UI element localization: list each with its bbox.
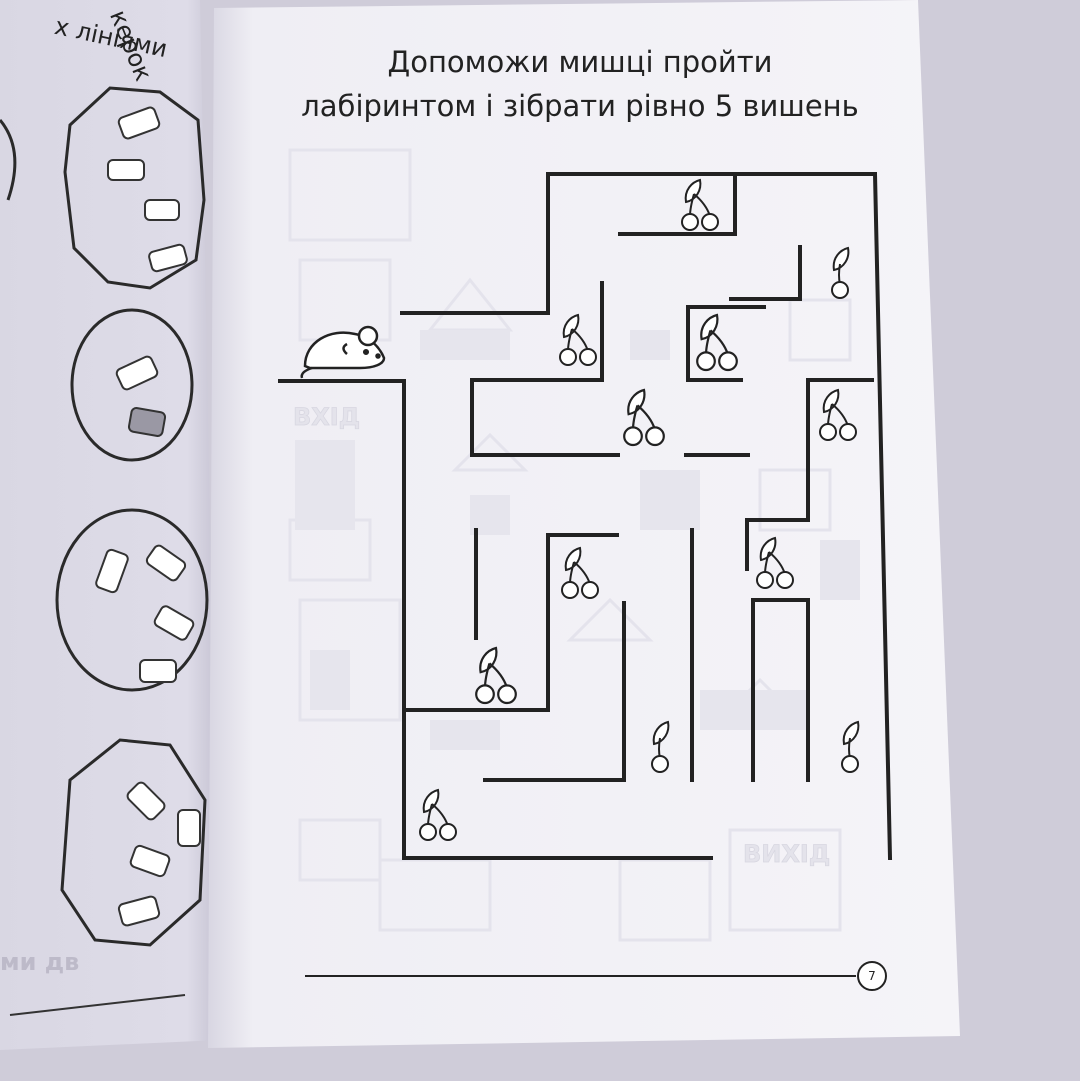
cherry-icon (419, 788, 457, 841)
faint-exit-label: ВИХІД (743, 840, 830, 868)
right-page (208, 0, 960, 1048)
page-number: 7 (868, 969, 876, 983)
page-title-line1: Допоможи мишці пройти (387, 45, 773, 79)
cherry-icon (841, 720, 860, 773)
cherry-icon (831, 246, 850, 299)
left-page-candies (95, 106, 201, 927)
mouse-icon (300, 325, 386, 379)
maze-wall (872, 171, 893, 861)
left-page-rule (9, 994, 186, 1016)
cherry-icon (561, 546, 599, 599)
cherry-icon (819, 388, 857, 441)
page-title-line2: лабіринтом і зібрати рівно 5 вишень (301, 89, 859, 123)
cherry-icon (651, 720, 670, 773)
page-number-circle (857, 961, 887, 991)
cherry-icon (559, 313, 597, 366)
cherry-icon (475, 646, 517, 705)
left-page-candy-figures (0, 86, 209, 947)
maze-walls (278, 171, 893, 861)
faint-entry-label: ВХІД (293, 403, 360, 431)
cherry-icon (696, 313, 738, 372)
left-page-bottom-fragment: ми дв (0, 948, 80, 976)
cherry-icon (681, 178, 719, 231)
left-page (0, 0, 220, 1050)
cherry-icon (623, 388, 665, 447)
cherry-icon (756, 536, 794, 589)
